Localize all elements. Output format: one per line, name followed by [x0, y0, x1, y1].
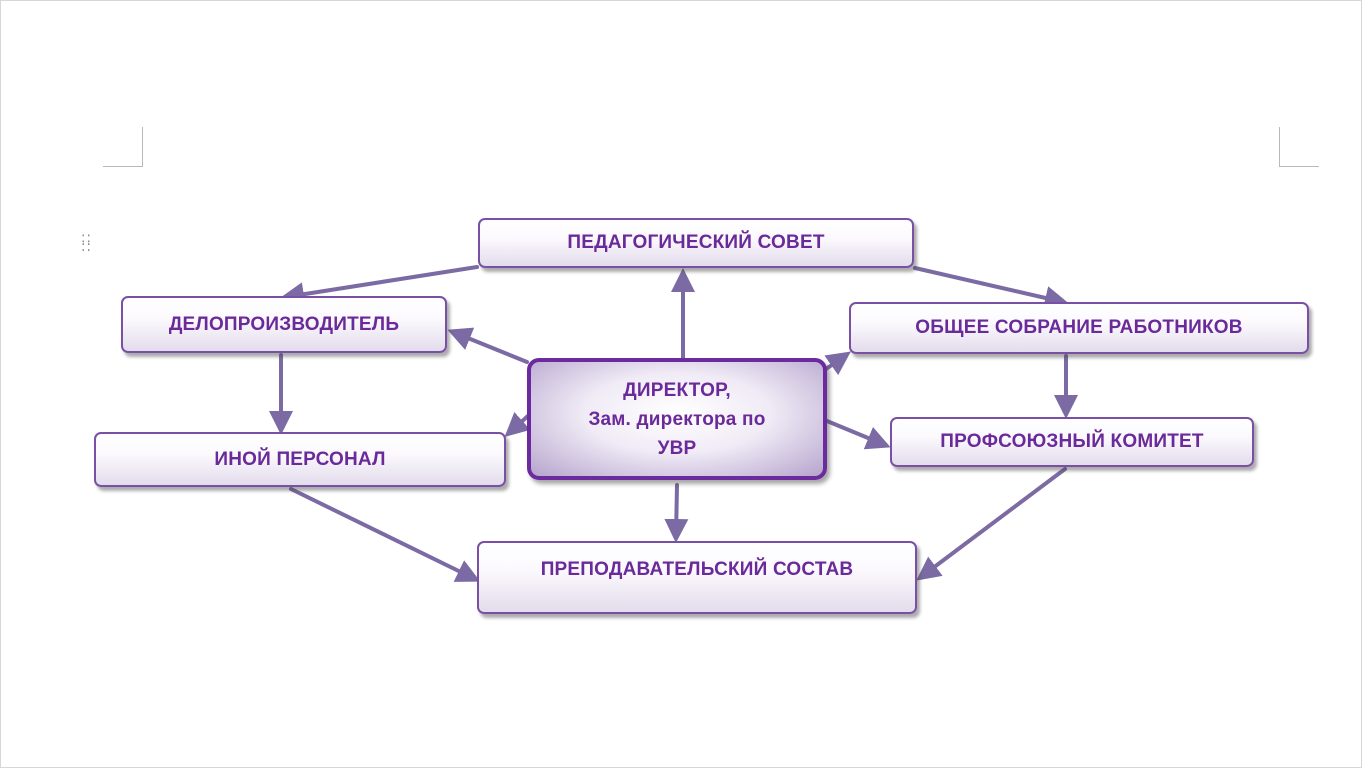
- node-pedsovet[interactable]: ПЕДАГОГИЧЕСКИЙ СОВЕТ: [478, 218, 914, 268]
- arrow-director-to-prepod-sostav: [664, 483, 689, 543]
- page-margin-corner-top-right: [1279, 127, 1319, 167]
- drag-handle-icon[interactable]: ⁚⁚⁚⁚: [81, 232, 92, 254]
- node-obshchee-sobranie-label: ОБЩЕЕ СОБРАНИЕ РАБОТНИКОВ: [915, 317, 1243, 338]
- node-director-line3: УВР: [657, 437, 697, 459]
- node-prepod-sostav[interactable]: ПРЕПОДАВАТЕЛЬСКИЙ СОСТАВ: [477, 541, 917, 614]
- arrow-director-to-deloproizvoditel: [447, 327, 529, 364]
- arrow-profkom-to-prepod-sostav: [916, 467, 1067, 581]
- node-inoy-personal-label: ИНОЙ ПЕРСОНАЛ: [214, 448, 386, 470]
- node-inoy-personal[interactable]: ИНОЙ ПЕРСОНАЛ: [94, 432, 506, 487]
- node-profkom-label: ПРОФСОЮЗНЫЙ КОМИТЕТ: [940, 431, 1204, 452]
- node-deloproizvoditel-label: ДЕЛОПРОИЗВОДИТЕЛЬ: [168, 313, 400, 335]
- node-profkom[interactable]: ПРОФСОЮЗНЫЙ КОМИТЕТ: [890, 417, 1254, 467]
- node-prepod-sostav-label: ПРЕПОДАВАТЕЛЬСКИЙ СОСТАВ: [540, 558, 854, 580]
- node-deloproizvoditel[interactable]: ДЕЛОПРОИЗВОДИТЕЛЬ: [121, 296, 447, 353]
- page-margin-corner-top-left: [103, 127, 143, 167]
- node-obshchee-sobranie[interactable]: ОБЩЕЕ СОБРАНИЕ РАБОТНИКОВ: [849, 302, 1309, 354]
- arrow-pedsovet-to-deloproizvoditel: [280, 265, 479, 307]
- arrow-director-to-obshchee-sobranie: [824, 351, 851, 376]
- arrow-director-to-inoy-personal: [504, 412, 531, 438]
- arrow-pedsovet-to-obshchee-sobranie: [913, 266, 1069, 310]
- node-pedsovet-label: ПЕДАГОГИЧЕСКИЙ СОВЕТ: [567, 232, 825, 253]
- arrow-director-to-profkom: [825, 419, 891, 450]
- node-director[interactable]: ДИРЕКТОР, Зам. директора по УВР: [527, 358, 827, 480]
- arrow-inoy-personal-to-prepod-sostav: [289, 487, 481, 582]
- node-director-line2: Зам. директора по: [588, 408, 766, 430]
- node-director-line1: ДИРЕКТОР,: [623, 379, 731, 401]
